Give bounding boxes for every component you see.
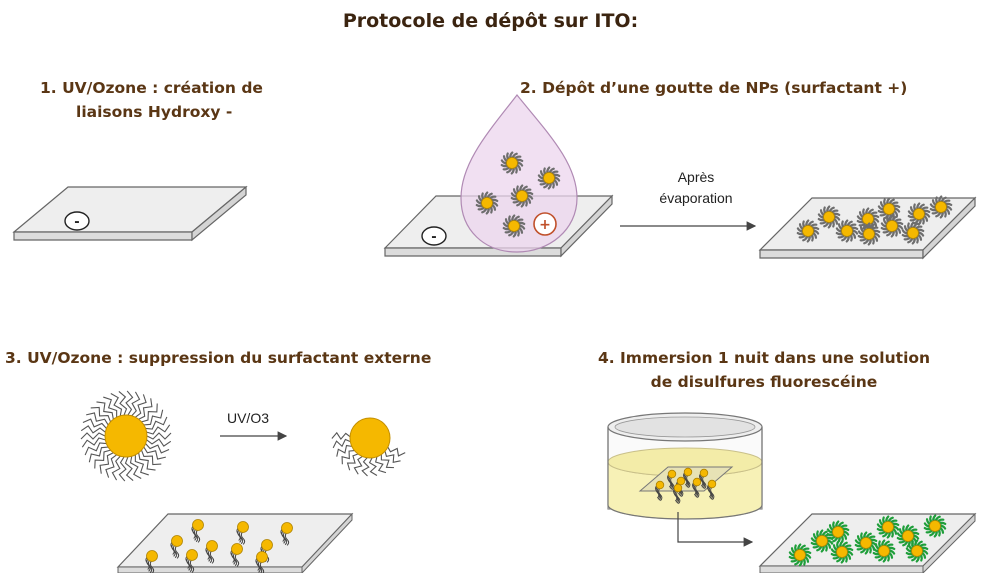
evaporation-label-line-1: Après [677,169,715,185]
nanoparticle-icon [280,522,293,546]
uv-ozone-label: UV/O3 [226,410,269,426]
droplet-nanoparticles [475,151,561,238]
nanoparticle-icon [236,521,249,545]
nanoparticle-icon [475,191,499,215]
step-4-line-2: de disulfures fluorescéine [650,373,878,391]
nanoparticle-icon [655,480,665,502]
nanoparticle-icon [667,469,677,491]
step-2-number: 2. [520,79,537,97]
step-3-title: 3. UV/Ozone : suppression du surfactant … [5,346,431,370]
nanoparticle-large-coated [80,390,172,482]
nanoparticle-icon [857,222,881,246]
nanoparticle-icon [872,539,896,563]
stripped-nanoparticles-on-substrate [145,519,293,573]
nanoparticle-icon [510,184,534,208]
negative-charge-sign: - [74,215,79,230]
nanoparticle-icon [205,540,218,564]
nanoparticle-icon [907,202,931,226]
ito-substrate-step1 [12,185,248,242]
nanoparticle-icon [185,549,198,573]
nanoparticle-icon [502,214,526,238]
nanoparticle-after-uv-ozone [331,417,406,477]
nanoparticle-icon [905,539,929,563]
step-3-line-1: UV/Ozone : suppression du surfactant ext… [27,349,432,367]
nanoparticle-icon [788,543,812,567]
step-4-title: 4. Immersion 1 nuit dans une solution de… [564,346,964,394]
step-1-title: 1. UV/Ozone : création de liaisons Hydro… [40,76,263,124]
negative-charge-icon-step2: - [421,226,447,246]
negative-charge-sign: - [431,230,436,245]
immersed-nanoparticles [655,467,717,505]
transfer-arrow [677,512,754,547]
deposited-nanoparticles [796,195,953,246]
nanoparticle-icon [929,195,953,219]
step-4-number: 4. [597,349,615,367]
nanoparticle-large-stripped [331,417,406,477]
nanoparticle-icon [145,550,158,573]
step-4-line-1: Immersion 1 nuit dans une solution [620,349,931,367]
step-2-title: 2. Dépôt d’une goutte de NPs (surfactant… [520,76,907,100]
nanoparticle-icon [830,540,854,564]
nanoparticle-icon [230,543,243,567]
nanoparticle-icon [817,205,841,229]
nanoparticle-icon [876,515,900,539]
negative-charge-icon-step1: - [64,211,90,231]
nanoparticle-icon [537,166,561,190]
nanoparticle-icon [699,468,709,490]
positive-charge-sign: + [539,217,551,233]
step-2-line-1: Dépôt d’une goutte de NPs (surfactant +) [542,79,908,97]
nanoparticle-icon [835,219,859,243]
nanoparticle-icon [191,519,204,543]
fluorescein-functionalized-nanoparticles [788,514,947,567]
step-1-number: 1. [40,79,57,97]
page-title: Protocole de dépôt sur ITO: [342,10,639,32]
nanoparticle-icon [854,531,878,555]
nanoparticle-icon [877,197,901,221]
nanoparticle-icon [880,214,904,238]
evaporation-label-line-2: évaporation [659,190,733,206]
nanoparticle-icon [673,483,683,505]
nanoparticle-icon [923,514,947,538]
nanoparticle-icon [683,467,693,489]
nanoparticle-icon [707,479,717,501]
nanoparticle-icon [796,219,820,243]
step-1-line-2: liaisons Hydroxy - [76,103,233,121]
nanoparticle-icon [692,477,702,499]
nanoparticle-icon [500,151,524,175]
step-3-number: 3. [5,349,22,367]
beaker-with-solution [607,412,763,520]
nanoparticle-icon [170,535,183,559]
nanoparticle-with-surfactant [80,390,172,482]
evaporation-label: Après évaporation [636,167,756,209]
step-1-line-1: UV/Ozone : création de [62,79,263,97]
nanoparticle-icon [901,221,925,245]
positive-charge-icon: + [533,212,557,236]
nanoparticle-icon [826,520,850,544]
